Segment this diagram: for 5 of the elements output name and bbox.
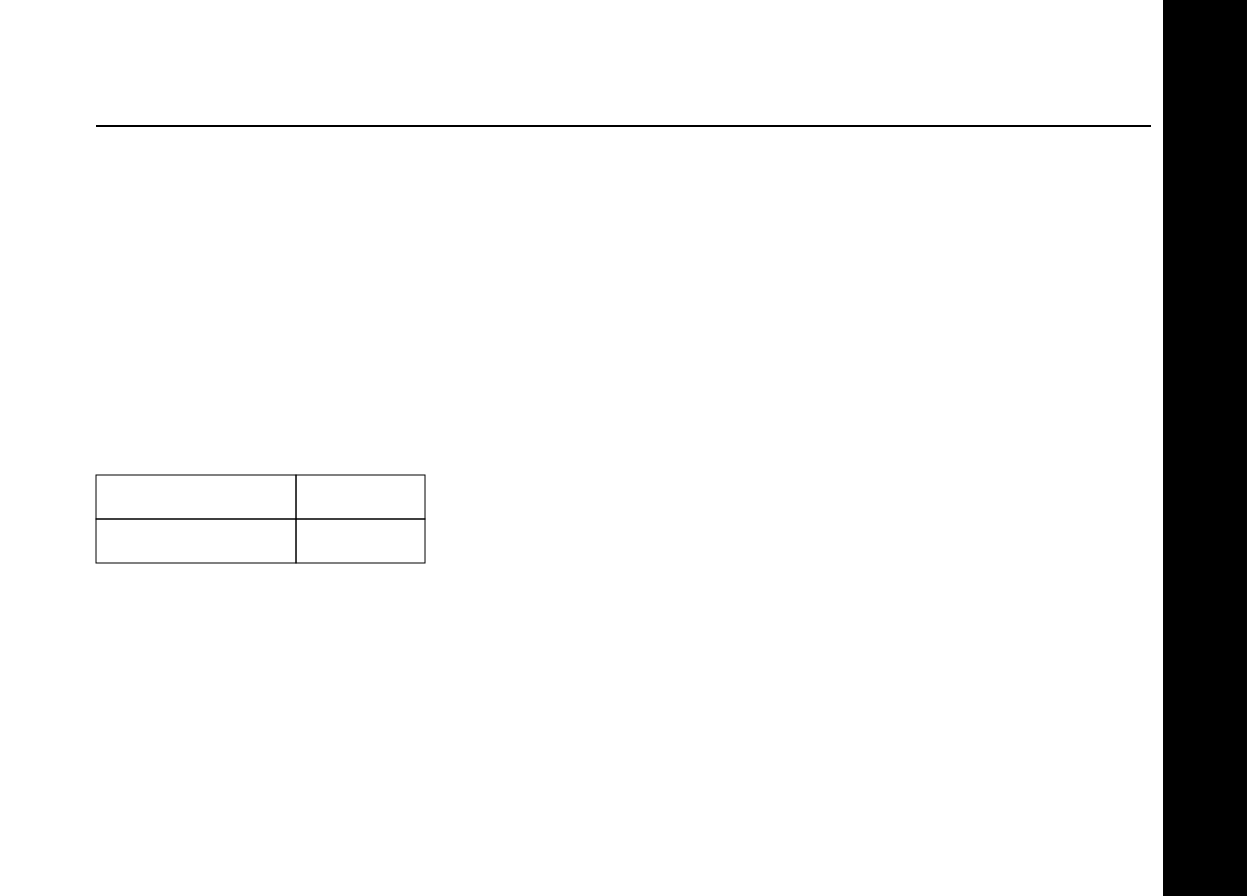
table-cell — [95, 474, 297, 520]
side-bar — [1163, 0, 1247, 896]
table-cell — [95, 518, 297, 564]
table-cell — [295, 518, 426, 564]
table-cell — [295, 474, 426, 520]
